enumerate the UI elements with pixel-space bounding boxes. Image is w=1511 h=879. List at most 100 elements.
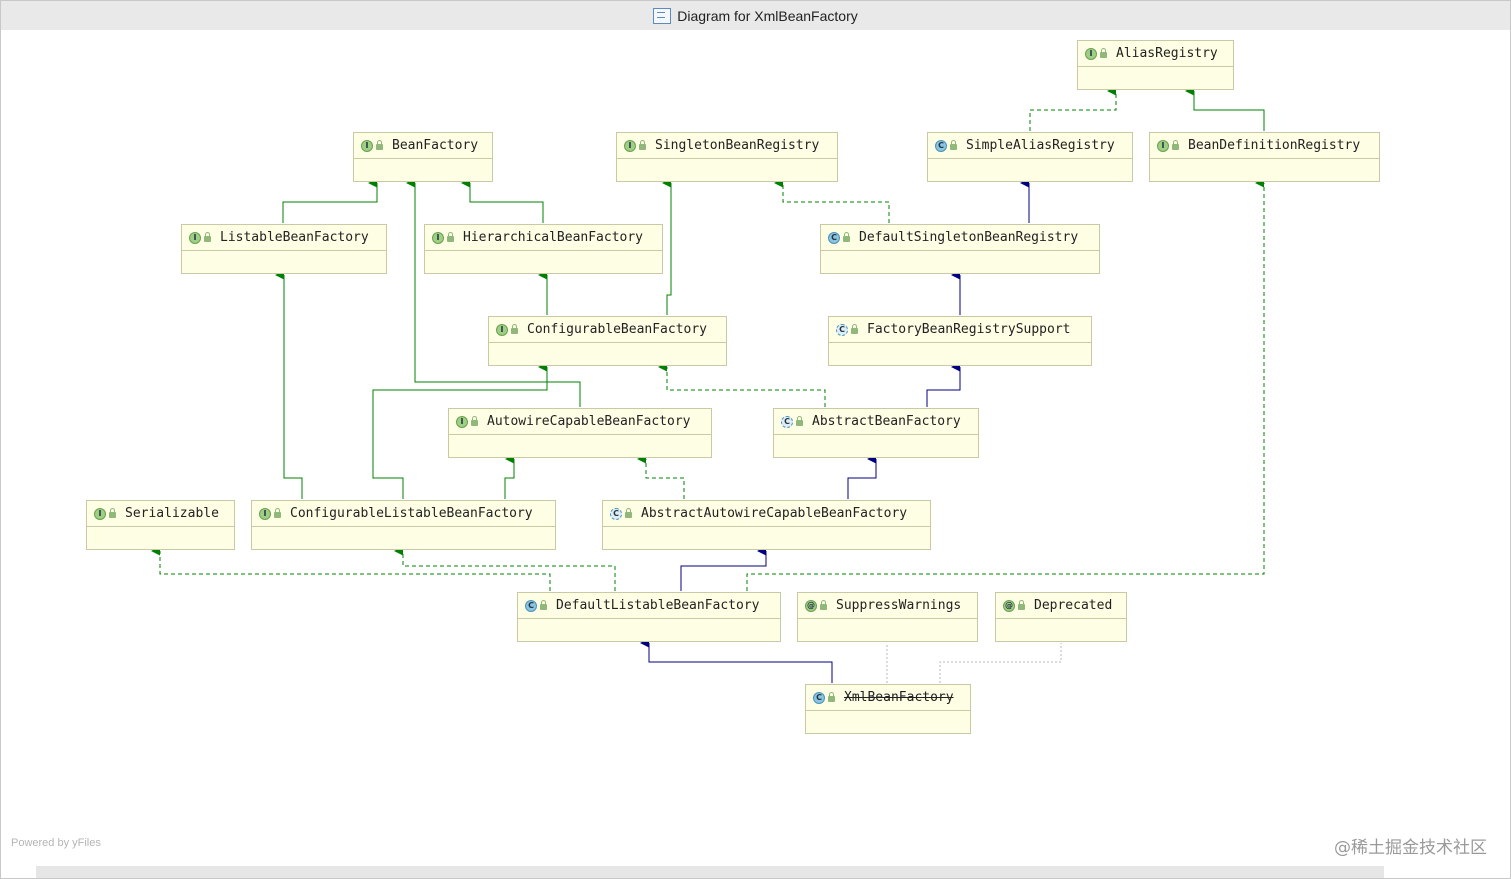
edge-abf-extends-fbrs bbox=[926, 362, 961, 407]
node-label: ConfigurableListableBeanFactory bbox=[290, 506, 533, 521]
edge-dlbf-implements-bdr bbox=[746, 178, 1265, 591]
interface-icon: I bbox=[624, 139, 636, 152]
edge-autowire-to-beanfactory bbox=[406, 178, 581, 407]
class-icon: C bbox=[828, 231, 840, 244]
node-label: XmlBeanFactory bbox=[844, 690, 954, 705]
node-simple-alias-registry[interactable]: C SimpleAliasRegistry bbox=[927, 132, 1133, 182]
lock-icon bbox=[274, 508, 281, 518]
node-label: SingletonBeanRegistry bbox=[655, 138, 820, 153]
abstract-class-icon: C bbox=[781, 415, 793, 428]
lock-icon bbox=[1018, 600, 1025, 610]
diagram-icon bbox=[653, 7, 672, 24]
node-label: BeanDefinitionRegistry bbox=[1188, 138, 1361, 153]
interface-icon: I bbox=[361, 139, 373, 152]
node-label: HierarchicalBeanFactory bbox=[463, 230, 644, 245]
lock-icon bbox=[950, 140, 957, 150]
lock-icon bbox=[1172, 140, 1179, 150]
node-abstract-autowire-capable-bean-factory[interactable]: C AbstractAutowireCapableBeanFactory bbox=[602, 500, 931, 550]
node-label: AbstractAutowireCapableBeanFactory bbox=[641, 506, 908, 521]
edge-dlbf-extends-aacbf bbox=[680, 546, 767, 591]
node-suppress-warnings[interactable]: @ SuppressWarnings bbox=[797, 592, 978, 642]
edge-cfglistable-to-autowire bbox=[504, 454, 515, 499]
node-label: BeanFactory bbox=[392, 138, 479, 153]
interface-icon: I bbox=[94, 507, 106, 520]
class-icon: C bbox=[935, 139, 947, 152]
edge-listable-to-beanfactory bbox=[282, 178, 378, 223]
node-singleton-bean-registry[interactable]: I SingletonBeanRegistry bbox=[616, 132, 838, 182]
lock-icon bbox=[828, 692, 835, 702]
node-label: FactoryBeanRegistrySupport bbox=[867, 322, 1071, 337]
lock-icon bbox=[447, 232, 454, 242]
watermark: @稀土掘金技术社区 bbox=[1334, 838, 1487, 858]
node-label: SuppressWarnings bbox=[836, 598, 962, 613]
node-label: AbstractBeanFactory bbox=[812, 414, 961, 429]
edge-xml-annotated-deprecated bbox=[939, 643, 1062, 683]
node-alias-registry[interactable]: I AliasRegistry bbox=[1077, 40, 1234, 90]
node-factory-bean-registry-support[interactable]: C FactoryBeanRegistrySupport bbox=[828, 316, 1092, 366]
powered-by-label: Powered by yFiles bbox=[11, 837, 101, 849]
interface-icon: I bbox=[189, 231, 201, 244]
annotation-icon: @ bbox=[1003, 599, 1015, 612]
node-label: Serializable bbox=[125, 506, 219, 521]
horizontal-scrollbar[interactable] bbox=[36, 866, 1384, 878]
edge-configurable-to-singleton bbox=[662, 178, 672, 315]
edge-aacbf-extends-abf bbox=[847, 454, 877, 499]
node-default-listable-bean-factory[interactable]: C DefaultListableBeanFactory bbox=[517, 592, 781, 642]
node-label: ListableBeanFactory bbox=[220, 230, 369, 245]
lock-icon bbox=[511, 324, 518, 334]
node-label: SimpleAliasRegistry bbox=[966, 138, 1115, 153]
edge-dsbr-implements-singleton bbox=[774, 178, 890, 223]
abstract-class-icon: C bbox=[836, 323, 848, 336]
node-label: DefaultListableBeanFactory bbox=[556, 598, 760, 613]
edge-cfglistable-to-configurable bbox=[372, 362, 548, 499]
interface-icon: I bbox=[432, 231, 444, 244]
node-label: DefaultSingletonBeanRegistry bbox=[859, 230, 1079, 245]
node-configurable-listable-bean-factory[interactable]: I ConfigurableListableBeanFactory bbox=[251, 500, 556, 550]
interface-icon: I bbox=[259, 507, 271, 520]
edge-aacbf-implements-autowire bbox=[637, 454, 685, 499]
annotation-icon: @ bbox=[805, 599, 817, 612]
edge-bdr-to-aliasregistry bbox=[1185, 86, 1265, 131]
interface-icon: I bbox=[456, 415, 468, 428]
edge-dlbf-implements-serializable bbox=[151, 546, 551, 591]
node-listable-bean-factory[interactable]: I ListableBeanFactory bbox=[181, 224, 387, 274]
node-deprecated[interactable]: @ Deprecated bbox=[995, 592, 1127, 642]
lock-icon bbox=[796, 416, 803, 426]
lock-icon bbox=[843, 232, 850, 242]
title-bar: Diagram for XmlBeanFactory bbox=[1, 1, 1510, 30]
lock-icon bbox=[376, 140, 383, 150]
interface-icon: I bbox=[1085, 47, 1097, 60]
node-label: Deprecated bbox=[1034, 598, 1113, 613]
lock-icon bbox=[471, 416, 478, 426]
node-xml-bean-factory[interactable]: C XmlBeanFactory bbox=[805, 684, 971, 734]
lock-icon bbox=[109, 508, 116, 518]
class-icon: C bbox=[813, 691, 825, 704]
edge-cfglistable-to-listable bbox=[275, 270, 303, 499]
edge-dlbf-implements-cfglistable bbox=[394, 546, 616, 591]
lock-icon bbox=[851, 324, 858, 334]
node-bean-factory[interactable]: I BeanFactory bbox=[353, 132, 493, 182]
class-icon: C bbox=[525, 599, 537, 612]
node-serializable[interactable]: I Serializable bbox=[86, 500, 235, 550]
window-title: Diagram for XmlBeanFactory bbox=[677, 7, 858, 24]
interface-icon: I bbox=[496, 323, 508, 336]
lock-icon bbox=[540, 600, 547, 610]
lock-icon bbox=[204, 232, 211, 242]
edge-hierarchical-to-beanfactory bbox=[461, 178, 544, 223]
edge-xml-extends-dlbf bbox=[640, 638, 833, 683]
edge-simplealias-implements-aliasregistry bbox=[1029, 86, 1117, 131]
node-default-singleton-bean-registry[interactable]: C DefaultSingletonBeanRegistry bbox=[820, 224, 1100, 274]
abstract-class-icon: C bbox=[610, 507, 622, 520]
node-bean-definition-registry[interactable]: I BeanDefinitionRegistry bbox=[1149, 132, 1380, 182]
node-label: AliasRegistry bbox=[1116, 46, 1218, 61]
lock-icon bbox=[820, 600, 827, 610]
interface-icon: I bbox=[1157, 139, 1169, 152]
lock-icon bbox=[625, 508, 632, 518]
node-hierarchical-bean-factory[interactable]: I HierarchicalBeanFactory bbox=[424, 224, 663, 274]
lock-icon bbox=[1100, 48, 1107, 58]
edge-abf-implements-configurable bbox=[658, 362, 826, 407]
node-abstract-bean-factory[interactable]: C AbstractBeanFactory bbox=[773, 408, 979, 458]
